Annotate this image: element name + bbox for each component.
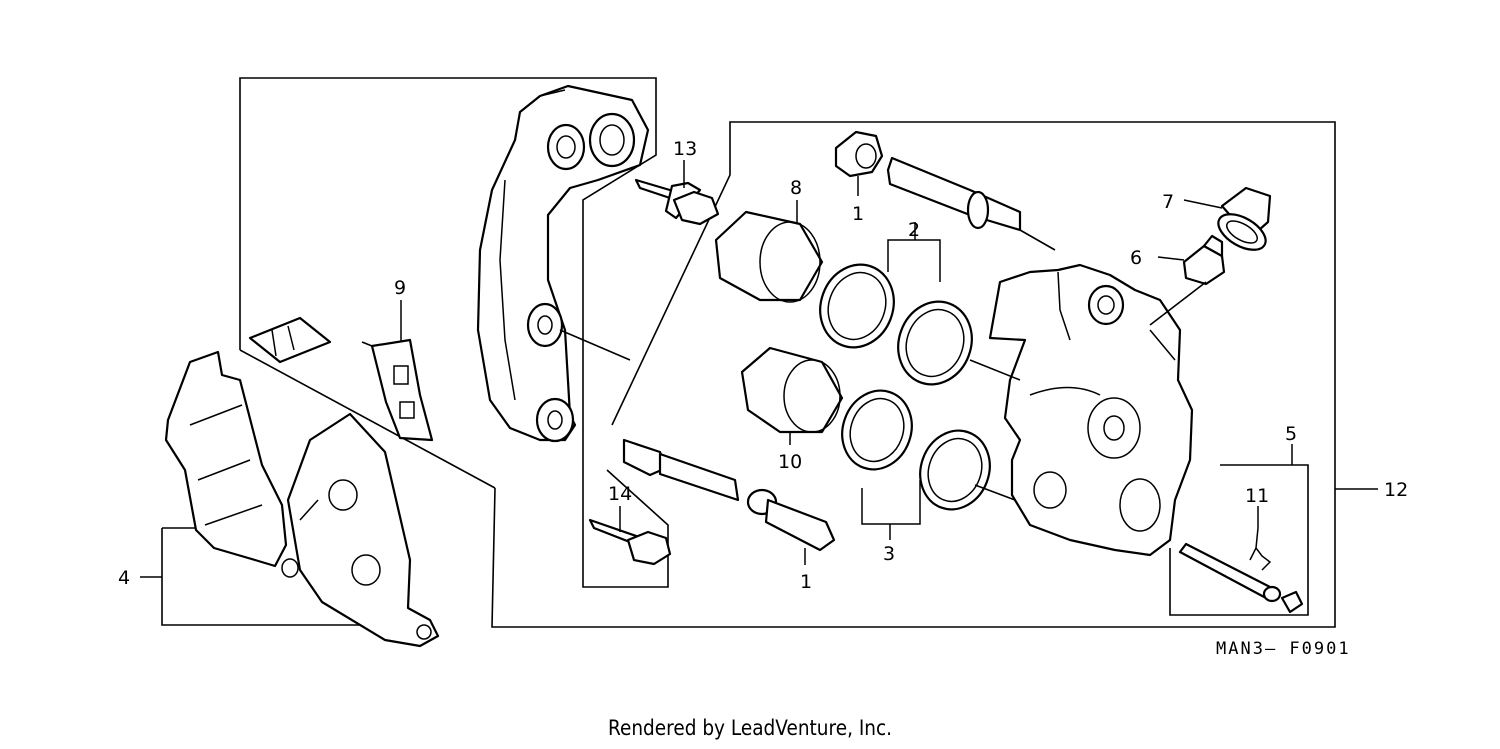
callouts: 1 1 2 3 4 5 6 7 8 9 10 11 12 13 14 bbox=[118, 138, 1408, 593]
callout-13: 13 bbox=[673, 138, 697, 160]
callout-12: 12 bbox=[1384, 479, 1408, 501]
pad-spring bbox=[361, 338, 434, 442]
flange-bolt-lower bbox=[588, 518, 672, 566]
callout-3: 3 bbox=[883, 543, 895, 565]
piston-upper bbox=[714, 210, 824, 303]
drawing-code: MAN3– F0901 bbox=[1216, 639, 1351, 659]
callout-8: 8 bbox=[790, 177, 802, 199]
slide-pin-bolt bbox=[622, 438, 740, 502]
caliper-bracket bbox=[476, 84, 650, 443]
boot-upper bbox=[834, 130, 884, 178]
pin-frame bbox=[1169, 464, 1309, 616]
callout-10: 10 bbox=[778, 451, 802, 473]
callout-7: 7 bbox=[1162, 191, 1174, 213]
seal-lower-inner bbox=[919, 429, 991, 511]
callout-14: 14 bbox=[608, 483, 632, 505]
callout-9: 9 bbox=[394, 277, 406, 299]
seal-upper-inner bbox=[897, 300, 973, 386]
leader-lines bbox=[140, 160, 1378, 578]
bleeder-cap bbox=[1217, 186, 1272, 251]
callout-6: 6 bbox=[1130, 247, 1142, 269]
brake-pad-inner bbox=[164, 350, 299, 578]
caliper-pin-bolt-lower bbox=[746, 488, 836, 552]
caliper-frame bbox=[491, 121, 1336, 628]
piston-lower bbox=[740, 346, 844, 434]
callout-5: 5 bbox=[1285, 423, 1297, 445]
brake-pad-outer bbox=[286, 412, 440, 648]
seal-lower-outer bbox=[841, 389, 913, 471]
flange-bolt-upper bbox=[634, 178, 720, 226]
caliper-pin-bolt-upper bbox=[886, 156, 1022, 232]
bleeder-valve bbox=[1182, 234, 1226, 286]
caliper-body bbox=[988, 263, 1194, 557]
callout-1-lower: 1 bbox=[800, 571, 812, 593]
pad-pin bbox=[1178, 542, 1304, 614]
r-clip bbox=[1249, 527, 1272, 571]
seal-upper-outer bbox=[819, 263, 895, 349]
pad-shim bbox=[248, 316, 332, 364]
callout-2: 2 bbox=[908, 219, 920, 241]
callout-11: 11 bbox=[1245, 485, 1269, 507]
callout-4: 4 bbox=[118, 567, 130, 589]
render-credit: Rendered by LeadVenture, Inc. bbox=[607, 716, 893, 740]
callout-1-upper: 1 bbox=[852, 203, 864, 225]
pad-frame bbox=[161, 527, 375, 626]
